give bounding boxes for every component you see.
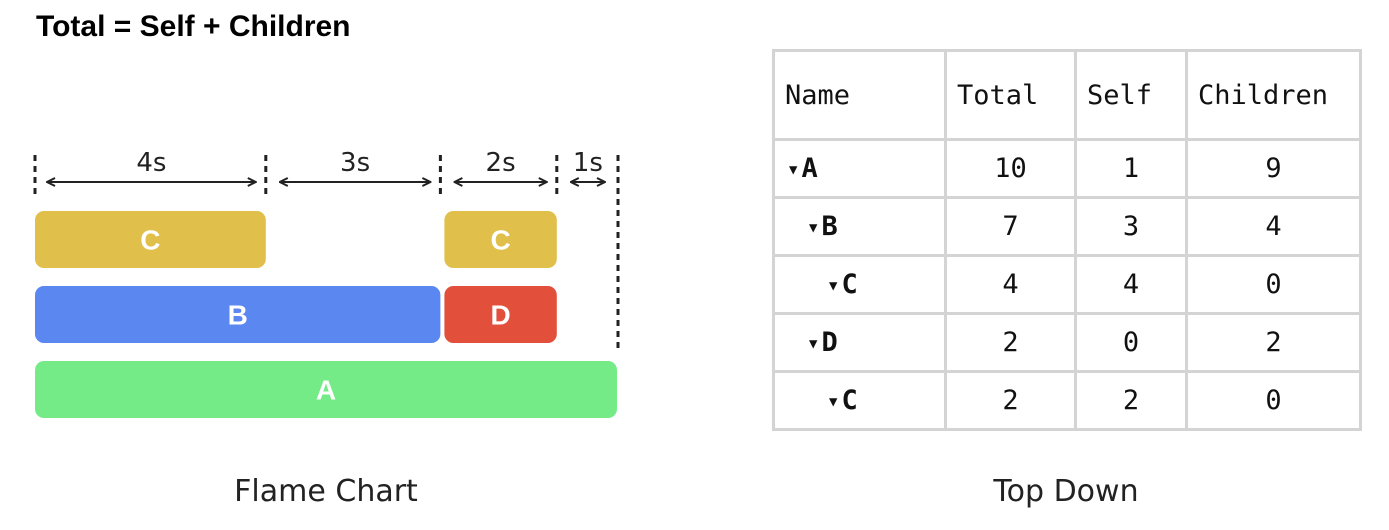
page-title: Total = Self + Children	[36, 10, 351, 43]
cell-total: 7	[944, 196, 1077, 257]
expand-triangle-icon[interactable]: ▼	[809, 220, 818, 236]
cell-name: ▼D	[772, 312, 947, 373]
cell-children: 4	[1185, 196, 1362, 257]
cell-children: 2	[1185, 312, 1362, 373]
flame-chart-caption: Flame Chart	[234, 474, 418, 509]
frame-block-d[interactable]	[444, 286, 557, 343]
flame-chart-graphic: 4s 3s 2s 1sC C B D A	[33, 148, 620, 418]
expand-triangle-icon[interactable]: ▼	[829, 394, 838, 410]
cell-total: 2	[944, 370, 1077, 431]
frame-block-label: C	[140, 225, 160, 256]
header-children: Children	[1185, 49, 1362, 141]
node-name: C	[841, 385, 858, 416]
cell-total: 10	[944, 138, 1077, 199]
cell-name: ▼C	[772, 254, 947, 315]
cell-self: 3	[1074, 196, 1188, 257]
frame-block-label: A	[316, 375, 336, 406]
cell-name: ▼A	[772, 138, 947, 199]
node-name: D	[821, 327, 838, 358]
duration-label: 1s	[573, 148, 603, 178]
cell-children: 0	[1185, 254, 1362, 315]
cell-children: 0	[1185, 370, 1362, 431]
duration-label: 3s	[340, 148, 370, 178]
expand-triangle-icon[interactable]: ▼	[829, 278, 838, 294]
frame-block-a[interactable]	[35, 361, 617, 418]
cell-self: 0	[1074, 312, 1188, 373]
frame-block-b[interactable]	[35, 286, 441, 343]
frame-block-label: D	[490, 300, 510, 331]
cell-self: 4	[1074, 254, 1188, 315]
header-total: Total	[944, 49, 1077, 141]
cell-children: 9	[1185, 138, 1362, 199]
expand-triangle-icon[interactable]: ▼	[789, 162, 798, 178]
table-header-row: Name Total Self Children	[772, 49, 1362, 141]
node-name: C	[841, 269, 858, 300]
expand-triangle-icon[interactable]: ▼	[809, 336, 818, 352]
duration-label: 2s	[486, 148, 516, 178]
cell-name: ▼C	[772, 370, 947, 431]
top-down-caption: Top Down	[993, 474, 1139, 509]
cell-total: 4	[944, 254, 1077, 315]
frame-block-c[interactable]	[444, 211, 557, 268]
node-name: A	[801, 153, 818, 184]
header-self: Self	[1074, 49, 1188, 141]
node-name: B	[821, 211, 838, 242]
header-name: Name	[772, 49, 947, 141]
cell-total: 2	[944, 312, 1077, 373]
cell-self: 2	[1074, 370, 1188, 431]
frame-block-label: C	[490, 225, 510, 256]
cell-self: 1	[1074, 138, 1188, 199]
duration-label: 4s	[136, 148, 166, 178]
frame-block-c[interactable]	[35, 211, 266, 268]
cell-name: ▼B	[772, 196, 947, 257]
frame-block-label: B	[228, 300, 248, 331]
